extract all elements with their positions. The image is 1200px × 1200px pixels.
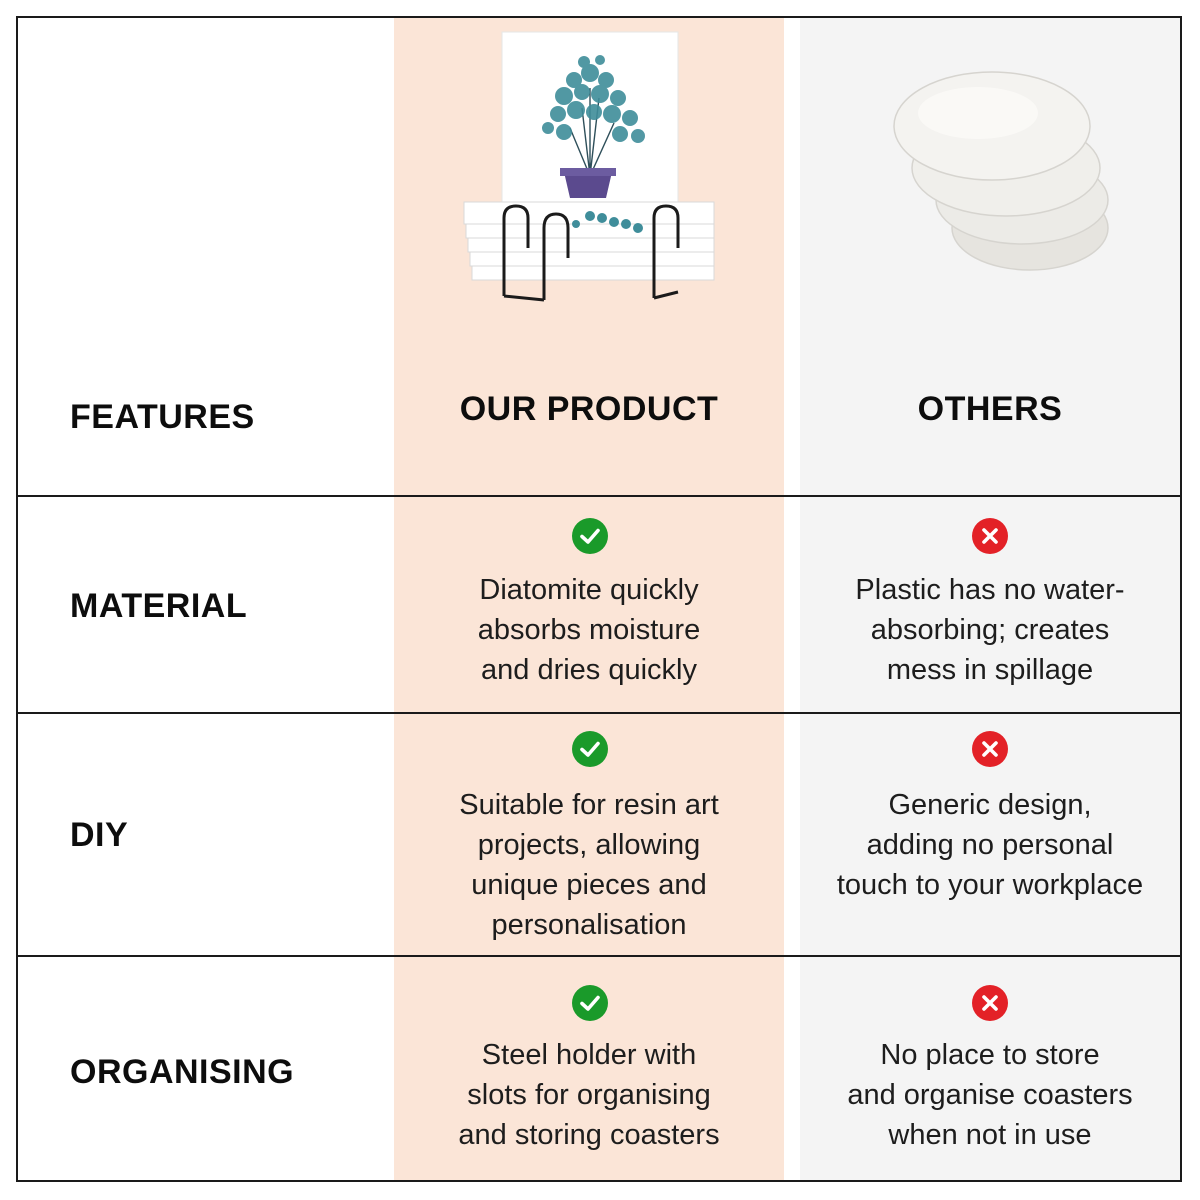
cross-icon bbox=[972, 518, 1008, 554]
check-icon bbox=[572, 518, 608, 554]
check-icon bbox=[572, 985, 608, 1021]
our-material-text: Diatomite quickly absorbs moisture and d… bbox=[477, 574, 701, 686]
others-material-text: Plastic has no water- absorbing; creates… bbox=[855, 574, 1125, 686]
cross-icon bbox=[972, 731, 1008, 767]
our-organising-text: Steel holder with slots for organising a… bbox=[458, 1039, 720, 1151]
check-icon bbox=[572, 731, 608, 767]
others-header: OTHERS bbox=[917, 390, 1063, 428]
comparison-table bbox=[16, 16, 1182, 1182]
our-product-header: OUR PRODUCT bbox=[459, 390, 719, 428]
others-diy-text: Generic design, adding no personal touch… bbox=[836, 789, 1144, 901]
cross-icon bbox=[972, 985, 1008, 1021]
feature-label-organising: ORGANISING bbox=[70, 1053, 295, 1091]
our-product-image bbox=[463, 31, 715, 302]
our-diy-text: Suitable for resin art projects, allowin… bbox=[459, 789, 719, 941]
features-header: FEATURES bbox=[70, 398, 255, 436]
row-divider bbox=[16, 495, 1182, 497]
others-organising-text: No place to store and organise coasters … bbox=[847, 1039, 1133, 1151]
row-divider bbox=[16, 712, 1182, 714]
feature-label-material: MATERIAL bbox=[70, 587, 248, 625]
feature-label-diy: DIY bbox=[70, 816, 129, 854]
row-divider bbox=[16, 955, 1182, 957]
others-product-image bbox=[893, 71, 1109, 271]
